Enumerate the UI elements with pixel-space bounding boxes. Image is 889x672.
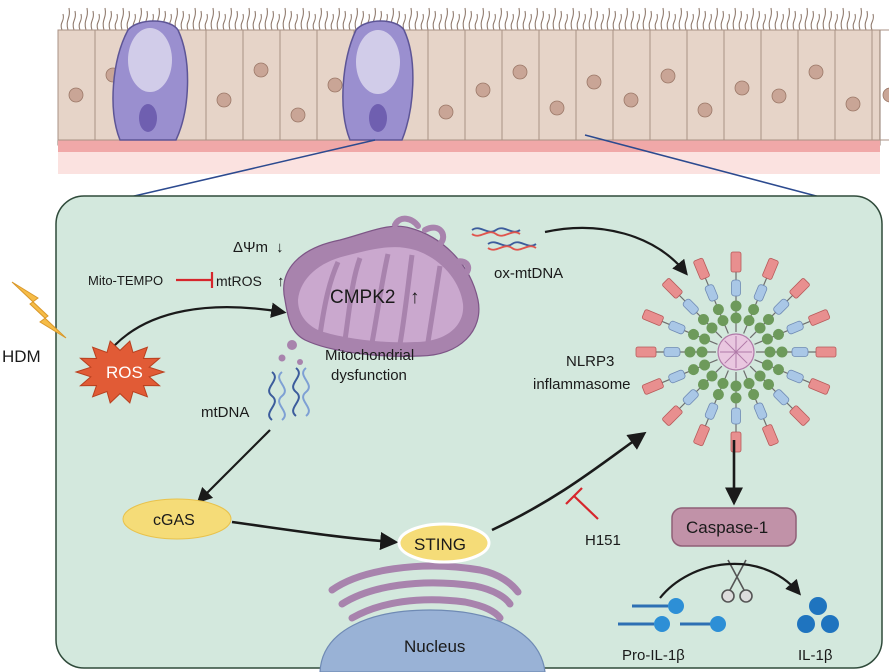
ros-label: ROS — [106, 363, 143, 382]
mito-tempo-label: Mito-TEMPO — [88, 273, 163, 288]
mtros-label: mtROS — [216, 273, 262, 289]
mtdna-strands-icon — [268, 367, 310, 421]
goblet-cell-1 — [112, 20, 189, 141]
sting-label: STING — [414, 535, 466, 554]
mito-dysfunction-label-2: dysfunction — [331, 367, 407, 384]
ox-mtdna-to-nlrp3-arrow — [544, 226, 688, 276]
mtdna-to-cgas-arrow — [196, 429, 271, 504]
nlrp3-inflammasome-icon — [635, 251, 837, 453]
il1b-icon — [797, 597, 839, 633]
mtros-up-arrow: ↑ — [277, 273, 285, 290]
ox-mtdna-label: ox-mtDNA — [494, 265, 563, 282]
endoplasmic-reticulum — [328, 562, 522, 622]
h151-inhibit-bar — [565, 487, 583, 505]
cmpk2-up-arrow: ↑ — [410, 287, 420, 308]
caspase1-label: Caspase-1 — [686, 518, 768, 537]
mtdna-label: mtDNA — [201, 404, 249, 421]
goblet-cell-2 — [342, 20, 414, 141]
sting-to-nlrp3-arrow — [491, 431, 647, 532]
nucleus-icon — [319, 609, 546, 672]
mitochondrion-icon — [278, 215, 480, 365]
ox-mtdna-icon — [471, 227, 537, 251]
delta-psi-down-arrow: ↓ — [276, 239, 284, 256]
h151-label: H151 — [585, 532, 621, 549]
delta-psi-label: ΔΨm — [233, 239, 268, 256]
il1b-label: IL-1β — [798, 647, 833, 664]
ros-to-mito-arrow — [114, 302, 287, 346]
cmpk2-label: CMPK2 — [330, 287, 395, 308]
nucleus-label: Nucleus — [404, 637, 465, 656]
airway-epithelium — [57, 7, 889, 174]
mito-dysfunction-label-1: Mitochondrial — [325, 347, 414, 364]
h151-inhibit-line — [573, 495, 599, 520]
cgas-to-sting-arrow — [231, 520, 399, 551]
zoom-line-left — [129, 139, 376, 198]
nlrp3-label-1: NLRP3 — [566, 353, 614, 370]
pro-to-il1b-arrow — [659, 562, 802, 599]
cgas-node — [122, 498, 232, 540]
pro-il1b-icon — [618, 598, 726, 632]
caspase1-node — [671, 507, 797, 547]
cgas-label: cGAS — [153, 512, 195, 529]
nlrp3-label-2: inflammasome — [533, 376, 631, 393]
hdm-label: HDM — [2, 347, 41, 366]
zoom-line-right — [584, 134, 821, 198]
pro-il1b-label: Pro-IL-1β — [622, 647, 685, 664]
cilia — [60, 7, 874, 31]
hdm-lightning-icon — [11, 281, 67, 339]
sting-node — [397, 522, 491, 564]
ros-burst-icon — [74, 340, 166, 404]
